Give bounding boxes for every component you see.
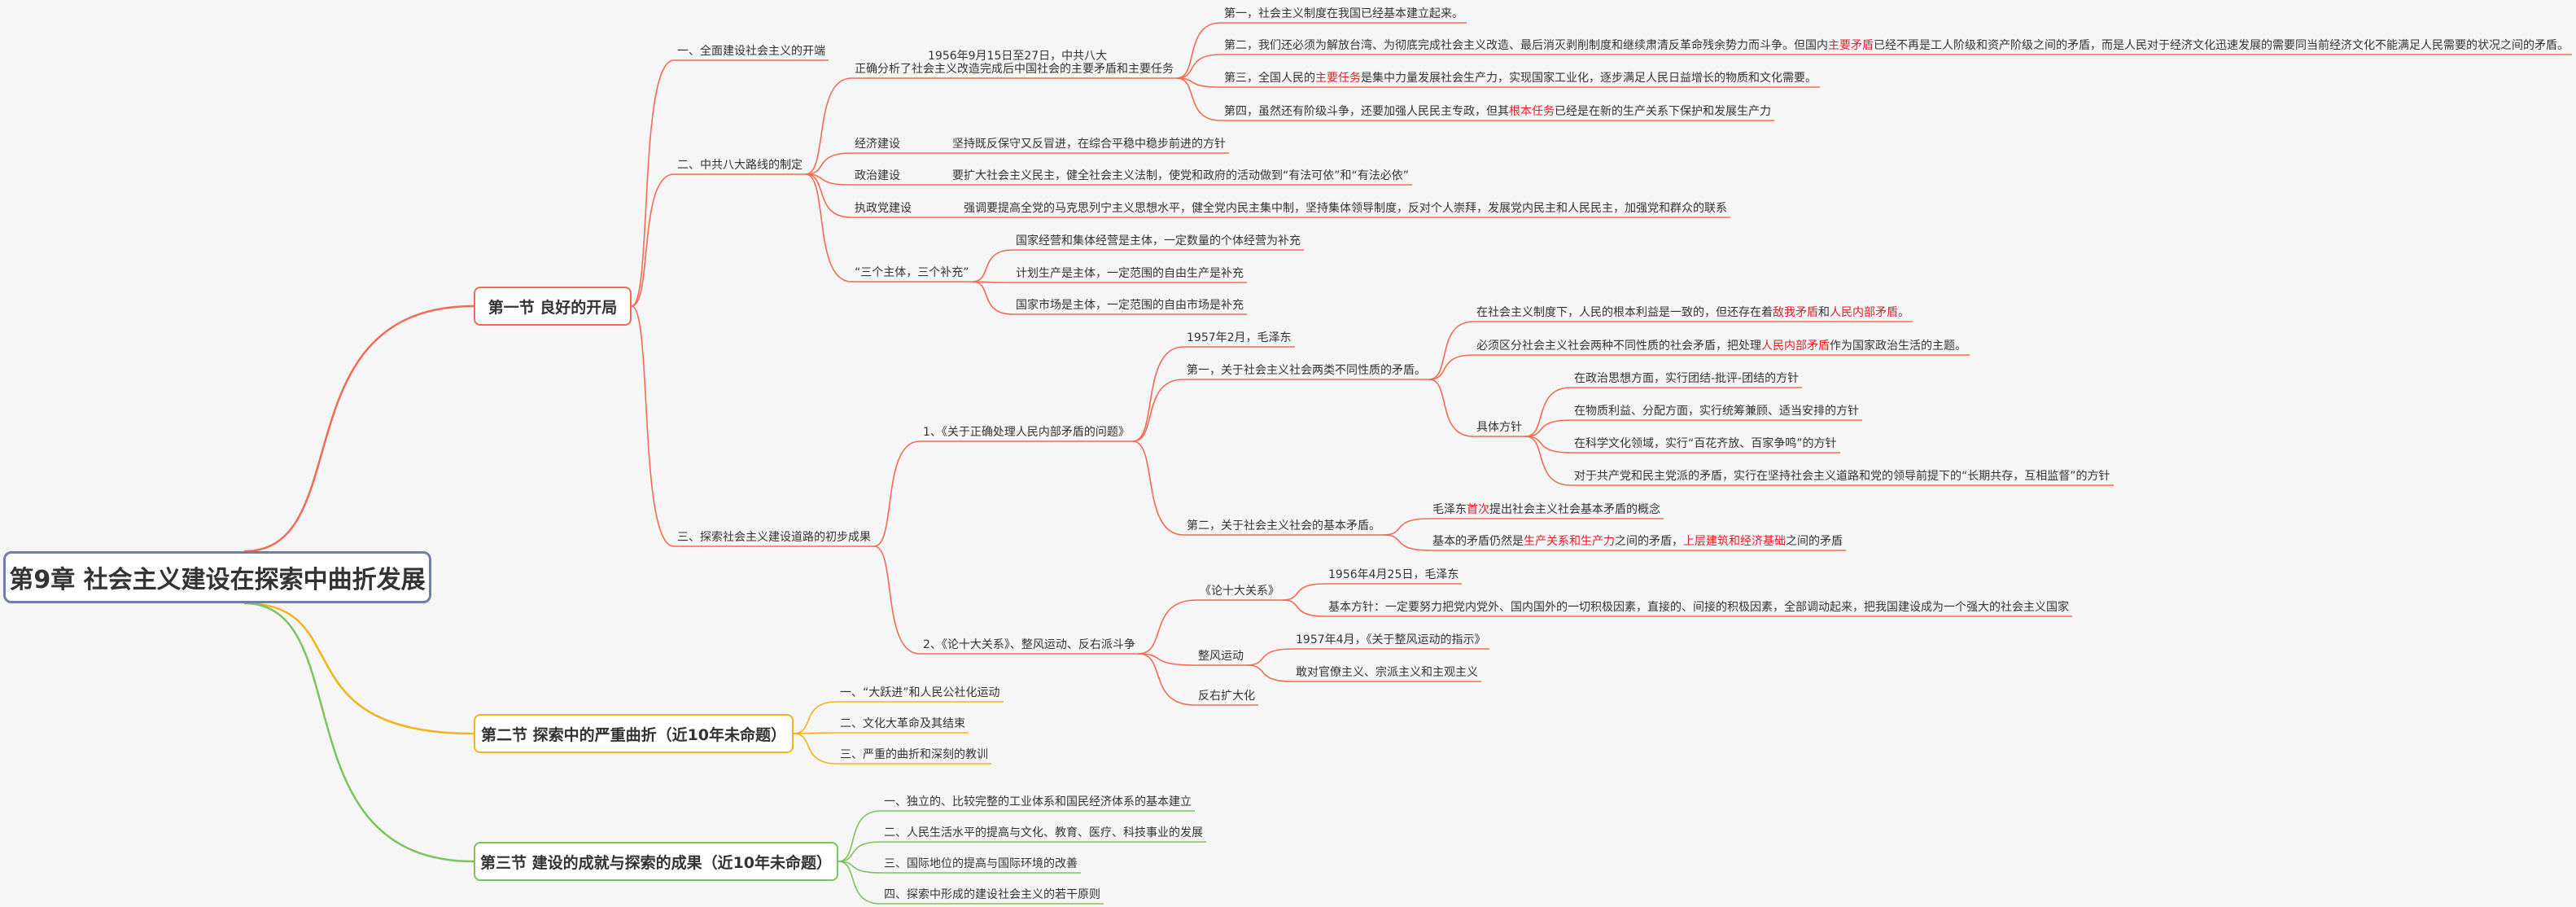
s1-b-date: 1956年9月15日至27日，中共八大 [928, 50, 1108, 63]
party-text[interactable]: 强调要提高全党的马克思列宁主义思想水平，健全党内民主集中制，坚持集体领导制度，反… [964, 202, 1727, 215]
section-3-topic[interactable]: 第三节 建设的成就与探索的成果（近10年未命题） [474, 842, 838, 881]
s1-b-point-2[interactable]: 第二，我们还必须为解放台湾、为彻底完成社会主义改造、最后消灭剥削制度和继续肃清反… [1224, 39, 2569, 52]
c-one-f2[interactable]: 必须区分社会主义社会两种不同性质的社会矛盾，把处理人民内部矛盾作为国家政治生活的… [1476, 340, 1966, 353]
s1-c-topic[interactable]: 三、探索社会主义建设道路的初步成果 [677, 531, 871, 544]
c-two-topic[interactable]: 2、《论十大关系》、整风运动、反右派斗争 [923, 638, 1135, 651]
three-item-3[interactable]: 国家市场是主体，一定范围的自由市场是补充 [1016, 299, 1244, 312]
method-3[interactable]: 在科学文化领域，实行“百花齐放、百家争鸣”的方针 [1574, 437, 1837, 450]
c-one-date: 1957年2月，毛泽东 [1187, 331, 1292, 344]
s2-item-2[interactable]: 二、文化大革命及其结束 [840, 717, 965, 730]
section-2-topic[interactable]: 第二节 探索中的严重曲折（近10年未命题） [474, 714, 794, 753]
c-one-first[interactable]: 第一，关于社会主义社会两类不同性质的矛盾。 [1187, 364, 1426, 377]
pol-text[interactable]: 要扩大社会主义民主，健全社会主义法制，使党和政府的活动做到“有法可依”和“有法必… [952, 169, 1410, 182]
zf-label[interactable]: 整风运动 [1198, 650, 1244, 663]
fy-label[interactable]: 反右扩大化 [1198, 690, 1255, 703]
three-item-2[interactable]: 计划生产是主体，一定范围的自由生产是补充 [1016, 267, 1244, 280]
s3-item-1[interactable]: 一、独立的、比较完整的工业体系和国民经济体系的基本建立 [884, 795, 1192, 808]
ten-label[interactable]: 《论十大关系》 [1200, 585, 1279, 598]
s1-b-point-4[interactable]: 第四，虽然还有阶级斗争，还要加强人民民主专政，但其根本任务已经是在新的生产关系下… [1224, 105, 1771, 118]
c-one-method[interactable]: 具体方针 [1476, 421, 1522, 434]
zf-a: 1957年4月，《关于整风运动的指示》 [1296, 633, 1486, 646]
s1-b-analysis[interactable]: 正确分析了社会主义改造完成后中国社会的主要矛盾和主要任务 [855, 63, 1174, 76]
c-one-f1[interactable]: 在社会主义制度下，人民的根本利益是一致的，但还存在着敌我矛盾和人民内部矛盾。 [1476, 306, 1909, 319]
s1-b-topic[interactable]: 二、中共八大路线的制定 [677, 159, 803, 172]
pol-label[interactable]: 政治建设 [855, 169, 900, 182]
s2-item-3[interactable]: 三、严重的曲折和深刻的教训 [840, 748, 988, 761]
eco-text[interactable]: 坚持既反保守又反冒进，在综合平稳中稳步前进的方针 [952, 138, 1226, 151]
method-2[interactable]: 在物质利益、分配方面，实行统筹兼顾、适当安排的方针 [1574, 405, 1859, 418]
ten-text[interactable]: 基本方针：一定要努力把党内党外、国内国外的一切积极因素，直接的、间接的积极因素，… [1328, 601, 2069, 614]
eco-label[interactable]: 经济建设 [855, 138, 900, 151]
method-1[interactable]: 在政治思想方面，实行团结-批评-团结的方针 [1574, 372, 1800, 385]
ten-date: 1956年4月25日，毛泽东 [1328, 568, 1459, 581]
s1-b-point-1[interactable]: 第一，社会主义制度在我国已经基本建立起来。 [1224, 7, 1463, 20]
method-4[interactable]: 对于共产党和民主党派的矛盾，实行在坚持社会主义道路和党的领导前提下的“长期共存，… [1574, 470, 2110, 483]
party-label[interactable]: 执政党建设 [855, 202, 912, 215]
c-one-topic[interactable]: 1、《关于正确处理人民内部矛盾的问题》 [923, 426, 1130, 439]
section-1-topic[interactable]: 第一节 良好的开局 [474, 287, 632, 326]
c-one-s1[interactable]: 毛泽东首次提出社会主义社会基本矛盾的概念 [1432, 503, 1660, 516]
s1-b-point-3[interactable]: 第三，全国人民的主要任务是集中力量发展社会生产力，实现国家工业化，逐步满足人民日… [1224, 72, 1817, 85]
three-item-1[interactable]: 国家经营和集体经营是主体，一定数量的个体经营为补充 [1016, 234, 1301, 248]
c-one-s2[interactable]: 基本的矛盾仍然是生产关系和生产力之间的矛盾，上层建筑和经济基础之间的矛盾 [1432, 535, 1843, 548]
root-topic[interactable]: 第9章 社会主义建设在探索中曲折发展 [3, 551, 431, 603]
c-one-second[interactable]: 第二，关于社会主义社会的基本矛盾。 [1187, 519, 1380, 532]
three-label[interactable]: “三个主体，三个补充” [855, 266, 969, 279]
s3-item-3[interactable]: 三、国际地位的提高与国际环境的改善 [884, 857, 1078, 870]
s3-item-4[interactable]: 四、探索中形成的建设社会主义的若干原则 [884, 888, 1100, 901]
zf-b[interactable]: 敢对官僚主义、宗派主义和主观主义 [1296, 666, 1478, 679]
s1-a-topic[interactable]: 一、全面建设社会主义的开端 [677, 45, 825, 58]
s2-item-1[interactable]: 一、“大跃进”和人民公社化运动 [840, 686, 1000, 699]
s3-item-2[interactable]: 二、人民生活水平的提高与文化、教育、医疗、科技事业的发展 [884, 826, 1203, 839]
